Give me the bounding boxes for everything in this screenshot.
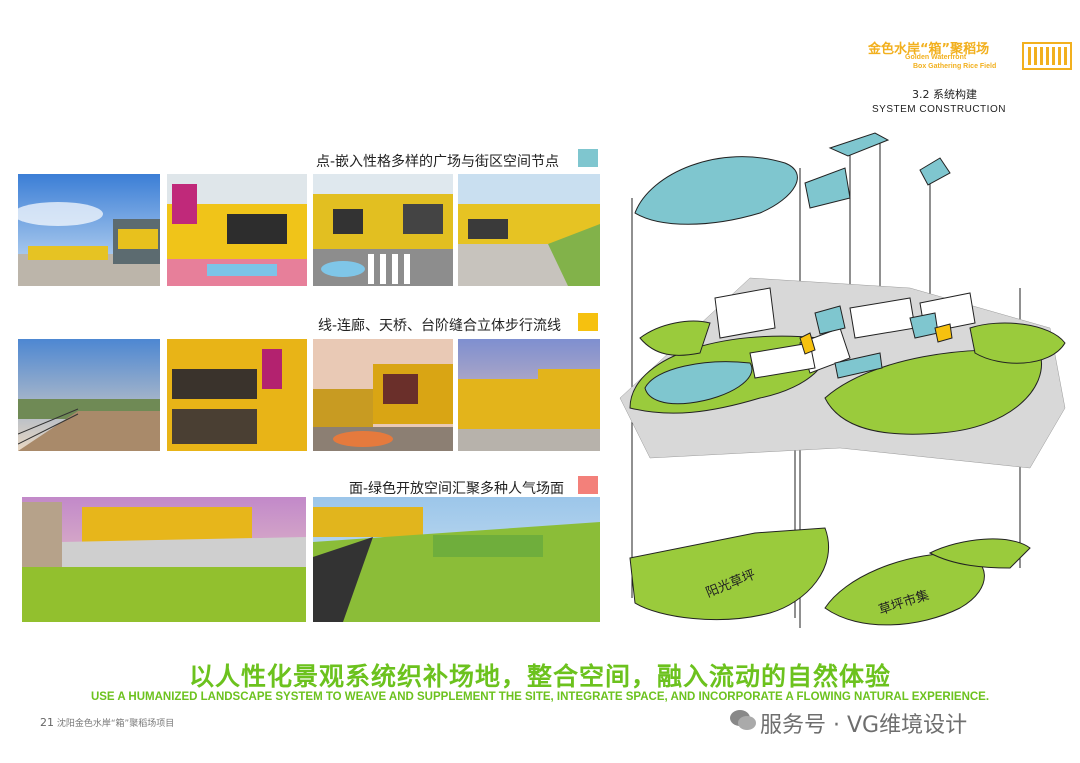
row-title-line: 线-连廊、天桥、台阶缝合立体步行流线 — [318, 318, 562, 334]
legend-swatch-red — [578, 476, 598, 494]
section-number: 3.2 系统构建 — [912, 88, 977, 101]
brand-subtitle-line1: Golden Waterfront — [905, 54, 967, 61]
photo-plaza-2 — [167, 174, 307, 286]
page-number: 21 — [40, 716, 54, 729]
wechat-icon — [728, 705, 758, 735]
photo-green-space-2 — [313, 497, 600, 622]
footer-text: 21 沈阳金色水岸“箱”聚稻场项目 — [40, 716, 174, 729]
brand-title: 金色水岸“箱”聚稻场 — [868, 42, 990, 57]
slogan-en: USE A HUMANIZED LANDSCAPE SYSTEM TO WEAV… — [90, 691, 990, 703]
legend-swatch-yellow — [578, 313, 598, 331]
sun-lawn-shape — [629, 527, 830, 621]
brand-subtitle-line2: Box Gathering Rice Field — [913, 63, 997, 70]
lawn-market-shape — [824, 552, 985, 626]
photo-green-space-1 — [22, 497, 306, 622]
photo-walkway-1 — [18, 339, 160, 451]
row-title-point: 点-嵌入性格多样的广场与街区空间节点 — [316, 154, 560, 170]
system-diagram: 阳光草坪 草坪市集 — [619, 132, 1066, 628]
photo-walkway-4 — [458, 339, 600, 451]
footer-project: 沈阳金色水岸“箱”聚稻场项目 — [56, 719, 175, 729]
brand-logo-icon — [1022, 42, 1072, 70]
blue-zone-shape — [634, 156, 798, 225]
photo-plaza-4 — [458, 174, 600, 286]
photo-plaza-1 — [18, 174, 160, 286]
photo-walkway-2 — [167, 339, 307, 451]
watermark: 服务号 · VG维境设计 — [760, 713, 968, 738]
section-title-en: SYSTEM CONSTRUCTION — [872, 104, 1006, 115]
photo-plaza-3 — [313, 174, 453, 286]
row-title-surface: 面-绿色开放空间汇聚多种人气场面 — [349, 481, 565, 497]
legend-swatch-blue — [578, 149, 598, 167]
photo-walkway-3 — [313, 339, 453, 451]
yellow-link-shape — [799, 332, 816, 355]
slogan-cn: 以人性化景观系统织补场地，整合空间，融入流动的自然体验 — [188, 662, 891, 691]
